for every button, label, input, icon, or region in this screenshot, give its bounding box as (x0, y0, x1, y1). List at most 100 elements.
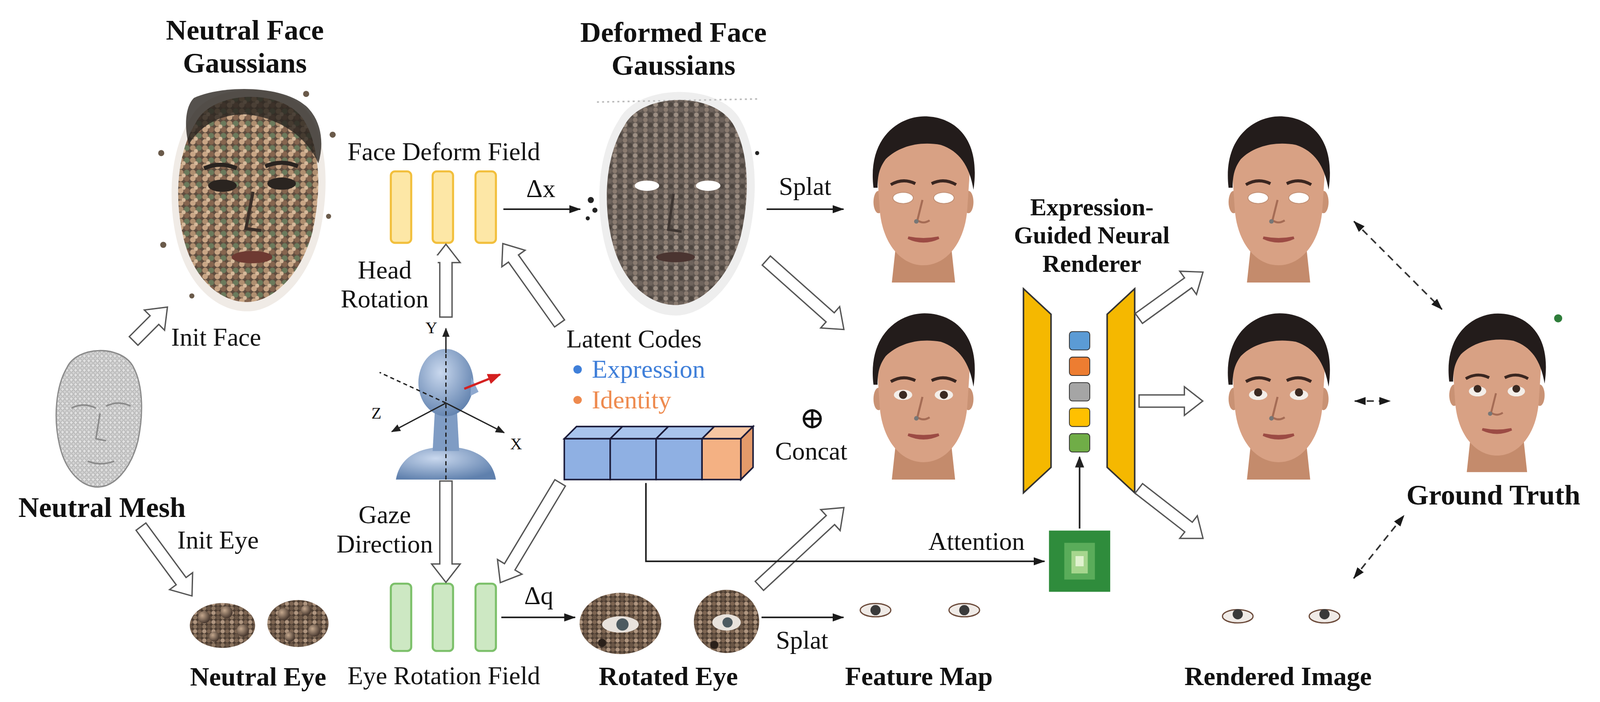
illustration-rect (1069, 331, 1090, 350)
illustration-rect (701, 438, 741, 480)
neutral-face-gaussians (158, 88, 336, 312)
neutral-eye-gaussians (189, 600, 329, 649)
annotation-label: Concat (775, 436, 848, 466)
illustration-circle (197, 611, 211, 624)
illustration-ellipse (1248, 192, 1269, 204)
illustration-g (158, 90, 336, 299)
illustration-circle (209, 631, 220, 642)
illustration-rect (475, 171, 496, 243)
illustration-rect (656, 438, 702, 480)
comparison-arrow (1353, 515, 1404, 579)
node-label: Expression-Guided Neural Renderer (1002, 193, 1181, 278)
illustration-line (445, 353, 447, 480)
illustration-circle (329, 131, 336, 138)
illustration-line (379, 372, 446, 404)
illustration-polygon (740, 426, 754, 480)
illustration-circle (1232, 608, 1243, 620)
illustration-polygon (1107, 288, 1135, 493)
illustration-rect (1069, 407, 1090, 427)
illustration-ellipse (696, 180, 721, 191)
deformed-face-gaussians (585, 92, 760, 316)
illustration-ellipse (693, 589, 760, 653)
legend-label: Expression (592, 354, 706, 384)
illustration-circle (160, 241, 167, 249)
illustration-ellipse (1288, 192, 1310, 204)
illustration-rect (1069, 433, 1090, 452)
illustration-use (599, 92, 755, 316)
illustration-circle (220, 605, 234, 619)
illustration-path (668, 193, 682, 232)
edge-label: Δq (522, 580, 556, 611)
block-arrow (755, 507, 844, 591)
illustration-circle (587, 197, 594, 204)
illustration-polygon (1023, 288, 1052, 493)
illustration-ellipse (267, 600, 329, 648)
node-label: Y (425, 318, 438, 338)
illustration-rect (610, 438, 657, 480)
illustration-circle (710, 640, 719, 649)
mesh-figure: Neutral Mesh (10, 341, 194, 526)
edge-label: Attention (926, 526, 1027, 557)
illustration-circle (1473, 384, 1482, 393)
illustration-circle (284, 631, 295, 642)
image-panel: Ground Truth (1392, 311, 1594, 514)
gaussian-point-cloud: Neutral Face Gaussians (153, 83, 337, 307)
rotated-eye-gaussians (579, 589, 760, 654)
illustration-circle (1554, 314, 1563, 323)
edge-label: Splat (777, 171, 834, 202)
illustration-circle (236, 624, 250, 637)
illustration-rect (564, 438, 611, 480)
flow-arrow (761, 616, 844, 619)
illustration-ellipse (208, 179, 237, 193)
mlp-bars (390, 171, 496, 651)
head-pose-figure: YZX (367, 318, 526, 480)
legend-swatch (573, 395, 582, 404)
illustration-line (445, 328, 447, 354)
illustration-line (391, 403, 447, 432)
illustration-circle (158, 149, 165, 157)
illustration-circle (1512, 384, 1520, 393)
illustration-rect (1069, 357, 1090, 376)
block-arrow (762, 255, 845, 330)
illustration-circle (959, 604, 970, 616)
node-label: Z (371, 403, 382, 423)
block-arrow (1135, 483, 1204, 539)
illustration-use (872, 313, 976, 480)
node-label: Neutral Eye (189, 661, 327, 693)
illustration-use (56, 350, 142, 488)
edge-label: Splat (773, 625, 831, 655)
illustration-ellipse (579, 592, 662, 655)
node-label: Ground Truth (1392, 478, 1594, 512)
block-arrow (1139, 386, 1203, 416)
edge-label: Init Face (169, 322, 263, 352)
illustration-path (265, 162, 298, 167)
illustration-ellipse (892, 192, 914, 204)
illustration-rect (1048, 530, 1111, 593)
illustration-use (1227, 313, 1330, 480)
illustration-use (1448, 313, 1546, 473)
comparison-arrow (1354, 400, 1391, 403)
mlp-block: Face Deform Field (385, 171, 503, 243)
block-arrow (501, 243, 565, 327)
illustration-circle (755, 150, 760, 155)
ground-truth-face (1448, 313, 1563, 473)
legend-label: Identity (592, 385, 672, 415)
illustration-rect (475, 583, 496, 651)
neural-renderer (1023, 288, 1135, 592)
image-column: Feature Map (844, 112, 993, 658)
annotation-label: ⊕ (799, 400, 826, 436)
illustration-circle (308, 624, 321, 637)
illustration-rect (1075, 556, 1084, 567)
block-arrow (497, 479, 566, 583)
illustration-rect (432, 171, 454, 243)
legend-item: Identity (573, 385, 672, 415)
illustration-rect (1064, 542, 1096, 580)
mlp-block: Eye Rotation Field (387, 583, 500, 651)
node-label: Feature Map (845, 660, 993, 692)
edge-label: Head Rotation (331, 255, 438, 315)
node-label: Eye Rotation Field (347, 660, 541, 691)
flow-arrow (503, 208, 581, 211)
node-label: Rendered Image (1184, 660, 1372, 692)
illustration-circle (597, 638, 606, 647)
neutral-mesh (56, 350, 142, 488)
